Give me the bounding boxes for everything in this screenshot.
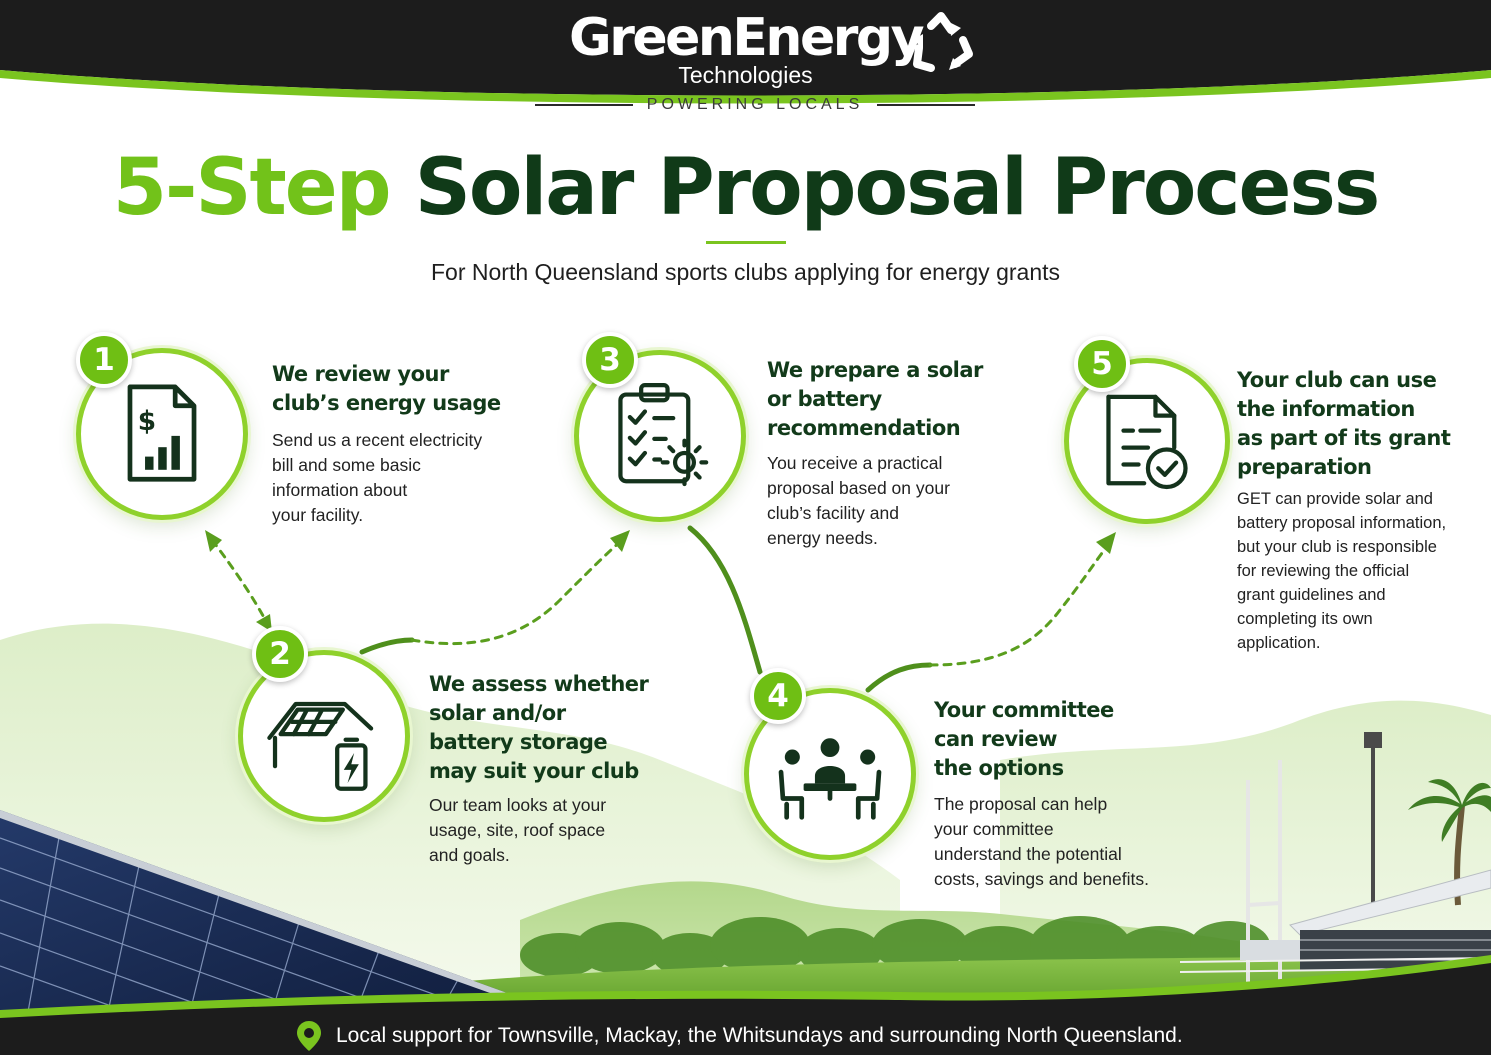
step-5-title: Your club can use the information as par… [1237, 368, 1451, 479]
step-5-description: GET can provide solar and battery propos… [1237, 490, 1447, 652]
brand-subtitle: Technologies [678, 62, 813, 88]
title-rest: Solar Proposal Process [414, 143, 1381, 233]
step-3-badge: 3 [582, 332, 638, 388]
document-dollar-chart-icon: $ [127, 384, 197, 482]
page-title: 5-Step Solar Proposal Process [0, 138, 1491, 238]
step-5-circle [1064, 358, 1230, 524]
step-2-badge: 2 [252, 626, 308, 682]
step-4-title: Your committee can review the options [934, 698, 1114, 780]
title-divider [706, 241, 786, 244]
step-2-description: Our team looks at your usage, site, roof… [429, 795, 607, 865]
title-accent: 5-Step [112, 143, 392, 233]
step-3-description: You receive a practical proposal based o… [767, 453, 950, 548]
location-pin-icon [297, 1021, 321, 1051]
brand-name: GreenEnergy [569, 8, 924, 68]
brand-logo: GreenEnergy [0, 6, 1491, 70]
step-2-title: We assess whether solar and/or battery s… [429, 672, 649, 783]
step-4-badge: 4 [750, 668, 806, 724]
brand-tagline-row: POWERING LOCALS [535, 95, 976, 115]
step-4-description: The proposal can help your committee und… [934, 794, 1149, 889]
solar-roof-battery-icon [267, 701, 374, 791]
step-4-circle [744, 688, 916, 860]
tagline-rule-right [877, 104, 976, 106]
committee-meeting-icon [778, 738, 882, 820]
tagline-rule-left [535, 104, 633, 106]
step-3-title: We prepare a solar or battery recommenda… [767, 358, 983, 440]
clipboard-checklist-sun-icon [618, 383, 709, 487]
footer-service-area: Local support for Townsville, Mackay, th… [336, 1024, 1183, 1047]
step-1-title: We review your club’s energy usage [272, 362, 501, 415]
recycle-icon [913, 12, 973, 72]
step-1-badge: 1 [76, 332, 132, 388]
page-subtitle: For North Queensland sports clubs applyi… [431, 259, 1060, 285]
step-5-badge: 5 [1074, 336, 1130, 392]
step-1-description: Send us a recent electricity bill and so… [272, 430, 483, 525]
brand-tagline: POWERING LOCALS [646, 96, 864, 113]
svg-text:$: $ [138, 407, 156, 437]
document-check-icon [1106, 394, 1188, 490]
